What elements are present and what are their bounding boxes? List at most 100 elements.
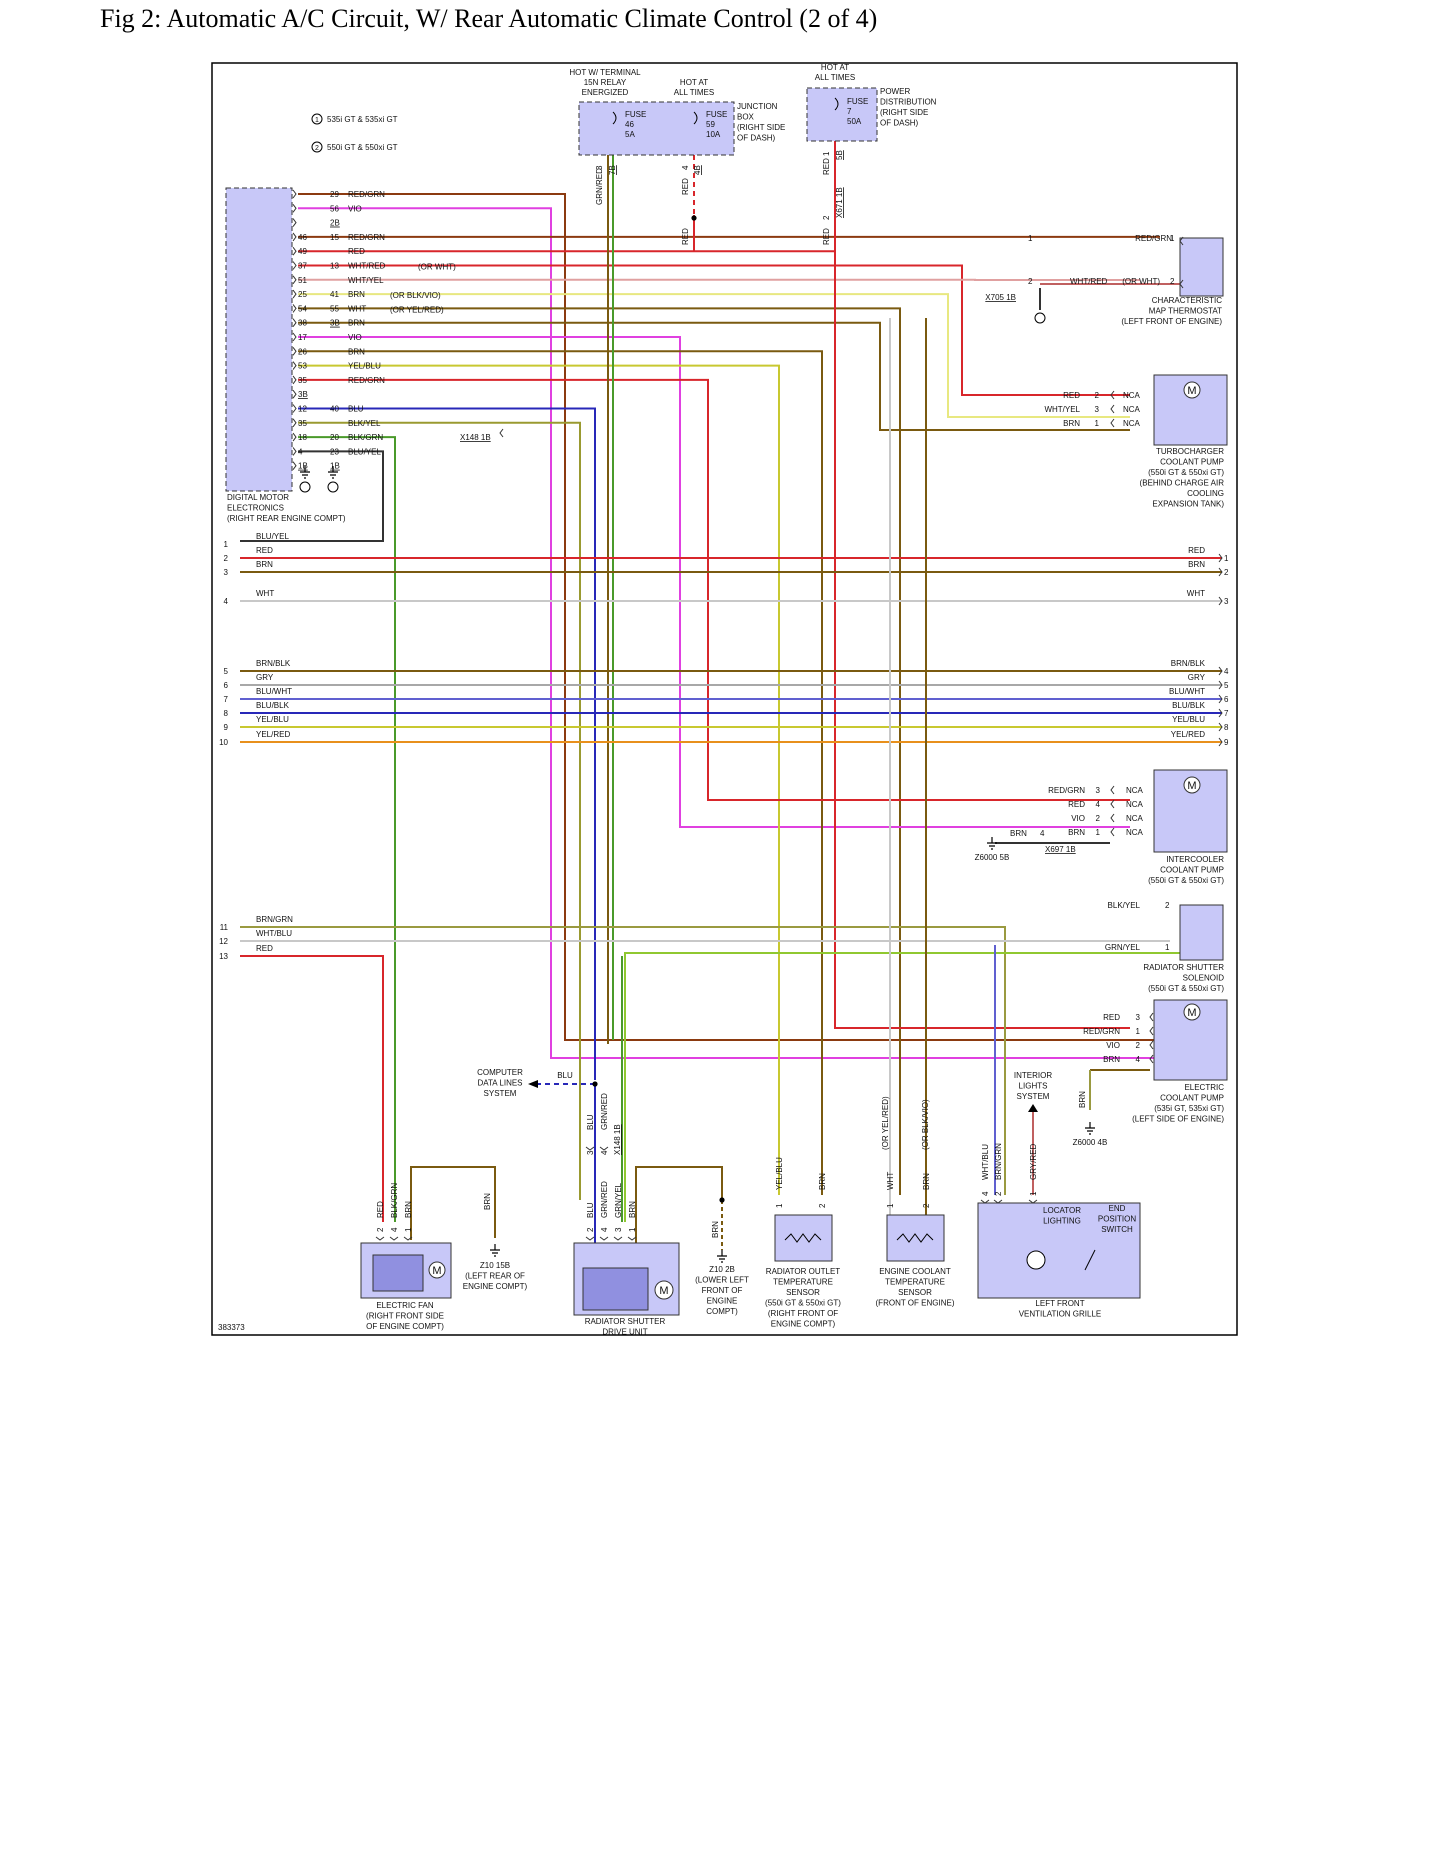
- dme-pin-chevron: [292, 304, 297, 313]
- wire-yel-blu: [298, 364, 780, 1195]
- wire-red-grn: [298, 193, 1160, 1041]
- outlet-wire-label: YEL/BLU: [775, 1157, 784, 1190]
- fuse-pin: 4: [681, 165, 690, 170]
- dme-pin-a: 38: [298, 319, 307, 328]
- note-text: 550i GT & 550xi GT: [327, 143, 398, 152]
- junction-box-label: JUNCTION: [737, 102, 778, 111]
- drive-upper-chevron: [599, 1146, 609, 1151]
- fuse-label: 5A: [625, 130, 635, 139]
- electric-pump-label: ELECTRIC: [1184, 1083, 1224, 1092]
- dme-pin-chevron: [292, 461, 297, 470]
- ground-z10-2b-label: ENGINE: [707, 1297, 738, 1306]
- locator-lamp: [1026, 1250, 1046, 1270]
- left-bus-wire-label: RED: [256, 546, 273, 555]
- left-bus-wire-label: GRY: [256, 673, 274, 682]
- shutter-solenoid-label: (550i GT & 550xi GT): [1148, 984, 1224, 993]
- ground-wire-label: BRN: [1078, 1091, 1087, 1108]
- turbo-pump-label: COOLANT PUMP: [1160, 458, 1224, 467]
- dme-wire-label: BLK/YEL: [348, 419, 381, 428]
- wire-brn-outlet: [298, 350, 823, 1195]
- radiator-outlet-sensor: [774, 1214, 833, 1262]
- computer-data-label: DATA LINES: [477, 1079, 522, 1088]
- fuse-label: FUSE: [706, 110, 727, 119]
- left-bus-wire-label: YEL/BLU: [256, 715, 289, 724]
- dme-pin-a: 17: [298, 333, 307, 342]
- drive-chevron: [599, 1236, 609, 1241]
- right-bus-number: 3: [1224, 597, 1229, 606]
- right-bus-number: 7: [1224, 709, 1229, 718]
- dme-pin-chevron: [292, 375, 297, 385]
- dme-pin-b: 55: [330, 304, 339, 313]
- power-distribution-label: DISTRIBUTION: [880, 98, 937, 107]
- fuse-symbol-1: [693, 111, 698, 125]
- fuse-wire-label: RED: [822, 158, 831, 175]
- intercooler-pin: 4: [1096, 800, 1101, 809]
- wire-vio: [298, 207, 1160, 1059]
- note-marker-2: [311, 141, 323, 153]
- fuse-label: 10A: [706, 130, 721, 139]
- electric-fan-label: OF ENGINE COMPT): [366, 1322, 444, 1331]
- left-bus-number: 7: [224, 695, 229, 704]
- shutter-solenoid-label: SOLENOID: [1183, 974, 1225, 983]
- intercooler-pin: 3: [1096, 786, 1101, 795]
- turbo-chevron: [1110, 418, 1115, 428]
- engine-sensor-label: ENGINE COOLANT: [879, 1267, 951, 1276]
- fuse-symbol-2: [834, 97, 839, 111]
- dme-pin-a: 49: [298, 247, 307, 256]
- turbo-pin: 3: [1095, 405, 1100, 414]
- engine-wire-label: BRN: [922, 1173, 931, 1190]
- fan-inner: [372, 1254, 424, 1292]
- fuse-wire-label: RED: [681, 178, 690, 195]
- fuse-header: HOT AT: [821, 63, 849, 72]
- solenoid-wire-label: GRN/YEL: [1105, 943, 1141, 952]
- turbo-nca: NCA: [1123, 391, 1141, 400]
- fan-pin: 1: [404, 1227, 413, 1232]
- engine-sensor-label: (FRONT OF ENGINE): [876, 1299, 955, 1308]
- ground-pin: 4: [1040, 829, 1045, 838]
- pin-number: 2: [1028, 277, 1033, 286]
- shutter-drive-label: RADIATOR SHUTTER: [585, 1317, 666, 1326]
- electric-pump-wire-label: BRN: [1103, 1055, 1120, 1064]
- ground-z6000-4b: [1085, 1122, 1095, 1135]
- right-bus-number: 9: [1224, 738, 1229, 747]
- end-position-switch-label: SWITCH: [1101, 1225, 1133, 1234]
- wire-wht-red: [298, 264, 1130, 396]
- turbo-wire-label: WHT/YEL: [1044, 405, 1080, 414]
- right-bus-wire-label: YEL/RED: [1171, 730, 1205, 739]
- vent-pin: 4: [981, 1191, 990, 1196]
- drive-upper-wire-label: GRN/RED: [600, 1093, 609, 1130]
- dme-wire-label: WHT/RED: [348, 262, 386, 271]
- turbo-nca: NCA: [1123, 405, 1141, 414]
- vent-wire-label: WHT/BLU: [981, 1144, 990, 1180]
- left-bus-wire-label: BLU/BLK: [256, 701, 290, 710]
- drive-upper-pin: 4: [600, 1150, 609, 1155]
- note-marker-number: 1: [315, 117, 319, 124]
- dme-wire-label: VIO: [348, 204, 362, 213]
- dme-pin-a: 35: [298, 376, 307, 385]
- left-bus-number: 11: [220, 923, 229, 932]
- wire-brn-fan-ground: [410, 1166, 496, 1240]
- dme-pin-a: 54: [298, 304, 307, 313]
- dme-label: (RIGHT REAR ENGINE COMPT): [227, 514, 346, 523]
- left-front-ventilation-grille: [977, 1202, 1141, 1299]
- drive-upper-pin: 3: [586, 1150, 595, 1155]
- right-bus-wire-label: BLU/WHT: [1169, 687, 1205, 696]
- dme-pin-a: 3B: [298, 390, 308, 399]
- left-bus-number: 4: [224, 597, 229, 606]
- drive-pin: 3: [614, 1227, 623, 1232]
- dme-pin-a: 12: [298, 405, 307, 414]
- left-bus-number: 9: [224, 723, 229, 732]
- fuse-wire-label: RED: [681, 228, 690, 245]
- left-bus-number: 6: [224, 681, 229, 690]
- turbo-pump-label: EXPANSION TANK): [1152, 500, 1224, 509]
- locator-lighting-label: LOCATOR: [1043, 1206, 1081, 1215]
- drive-wire-label: BLU: [586, 1202, 595, 1218]
- note-text: 535i GT & 535xi GT: [327, 115, 398, 124]
- fan-chevron: [403, 1236, 413, 1241]
- right-bus-wire-label: WHT: [1187, 589, 1205, 598]
- intercooler-chevron: [1110, 799, 1115, 809]
- bus-chevron: [1218, 737, 1223, 747]
- dme-pin-chevron: [292, 246, 297, 256]
- dme-pin-a: 25: [298, 290, 307, 299]
- fuse-label: FUSE: [847, 97, 868, 106]
